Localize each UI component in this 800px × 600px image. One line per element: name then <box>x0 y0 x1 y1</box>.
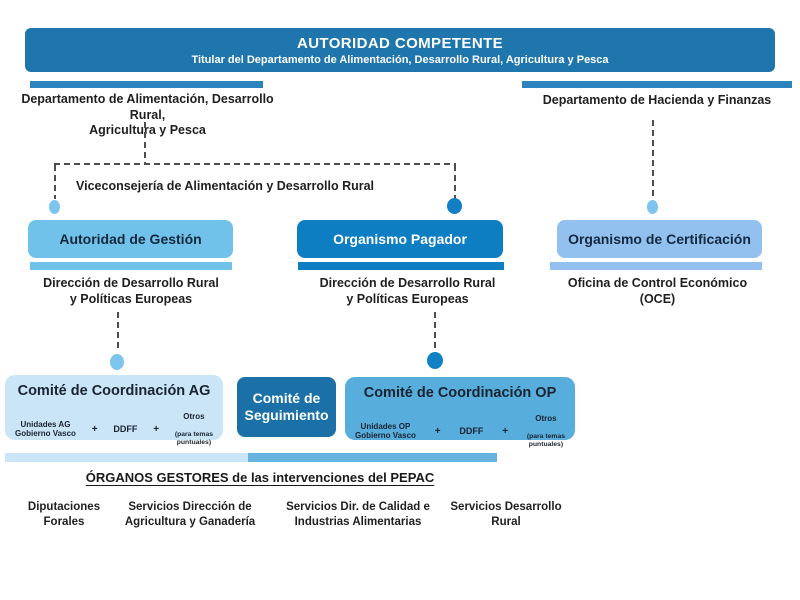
organo-agricultura-ganaderia: Servicios Dirección de Agricultura y Gan… <box>124 501 256 528</box>
viceconsejeria-label: Viceconsejería de Alimentación y Desarro… <box>76 179 375 193</box>
organo-desarrollo-rural: Servicios Desarrollo Rural <box>450 501 562 528</box>
organos-gestores-title-text: ÓRGANOS GESTORES de las intervenciones d… <box>85 470 435 485</box>
organo-calidad-industrias: Servicios Dir. de Calidad e Industrias A… <box>286 501 430 528</box>
comite-op-member-otros: Otros (para temas puntuales) <box>527 404 565 459</box>
competent-authority-subtitle: Titular del Departamento de Alimentación… <box>191 53 609 66</box>
dept-agriculture-bar <box>30 81 263 88</box>
comite-ag-otros-name: Otros <box>183 411 205 421</box>
organismo-pagador-box: Organismo Pagador <box>297 220 503 258</box>
comite-ag-dot <box>110 354 124 370</box>
dept-agriculture-label: Departamento de Alimentación, Desarrollo… <box>21 92 274 138</box>
gestion-dot <box>49 200 60 214</box>
connector-to-certificacion <box>652 120 654 198</box>
comite-op-member-ddff: DDFF <box>459 425 484 436</box>
connector-to-pagador <box>454 165 456 199</box>
comite-seguimiento-title: Comité de Seguimiento <box>244 389 329 424</box>
organismo-certificacion-box: Organismo de Certificación <box>557 220 762 258</box>
connector-to-comite-op <box>434 312 436 350</box>
certificacion-dot <box>647 200 658 214</box>
connector-to-gestion <box>54 165 56 199</box>
comite-op-otros-note: (para temas puntuales) <box>526 432 565 448</box>
gestion-sublabel: Dirección de Desarrollo Rural y Política… <box>43 276 219 306</box>
comite-ag-members: Unidades AG Gobierno Vasco + DDFF + Otro… <box>5 402 223 457</box>
comite-op-member-unidades: Unidades OP Gobierno Vasco <box>355 421 416 441</box>
comite-ag-member-otros: Otros (para temas puntuales) <box>175 402 213 457</box>
organismo-pagador-title: Organismo Pagador <box>333 231 467 247</box>
connector-to-comite-ag <box>117 312 119 352</box>
plus-sign: + <box>153 423 160 435</box>
comite-coordinacion-ag-box: Comité de Coordinación AG Unidades AG Go… <box>5 375 223 446</box>
footer-bar-medium <box>248 453 497 462</box>
plus-sign: + <box>434 425 441 437</box>
comite-seguimiento-box: Comité de Seguimiento <box>237 377 336 437</box>
comite-op-title: Comité de Coordinación OP <box>363 385 557 401</box>
pagador-underline-bar <box>298 262 504 270</box>
connector-branch-horizontal <box>54 163 456 165</box>
plus-sign: + <box>502 425 509 437</box>
certificacion-underline-bar <box>550 262 762 270</box>
autoridad-gestion-title: Autoridad de Gestión <box>59 231 202 247</box>
comite-ag-member-unidades: Unidades AG Gobierno Vasco <box>15 419 76 439</box>
plus-sign: + <box>91 423 98 435</box>
comite-ag-otros-note: (para temas puntuales) <box>174 430 213 446</box>
organos-gestores-title: ÓRGANOS GESTORES de las intervenciones d… <box>10 470 510 485</box>
comite-ag-title: Comité de Coordinación AG <box>17 383 211 399</box>
competent-authority-box: AUTORIDAD COMPETENTE Titular del Departa… <box>25 28 775 72</box>
footer-bar-light <box>5 453 248 462</box>
gestion-underline-bar <box>30 262 232 270</box>
comite-ag-member-ddff: DDFF <box>113 423 138 434</box>
comite-op-dot <box>427 352 443 369</box>
pagador-sublabel: Dirección de Desarrollo Rural y Política… <box>319 276 496 306</box>
certificacion-sublabel: Oficina de Control Económico (OCE) <box>567 276 748 306</box>
comite-op-otros-name: Otros <box>535 413 557 423</box>
comite-coordinacion-op-box: Comité de Coordinación OP Unidades OP Go… <box>345 377 575 448</box>
dept-hacienda-label: Departamento de Hacienda y Finanzas <box>542 93 772 107</box>
dept-hacienda-bar <box>522 81 792 88</box>
comite-op-members: Unidades OP Gobierno Vasco + DDFF + Otro… <box>345 404 575 459</box>
pagador-dot <box>447 198 462 214</box>
organismo-certificacion-title: Organismo de Certificación <box>568 231 751 247</box>
competent-authority-title: AUTORIDAD COMPETENTE <box>296 34 504 52</box>
organo-diputaciones: Diputaciones Forales <box>27 501 101 528</box>
autoridad-gestion-box: Autoridad de Gestión <box>28 220 233 258</box>
connector-dept-down <box>144 122 146 163</box>
